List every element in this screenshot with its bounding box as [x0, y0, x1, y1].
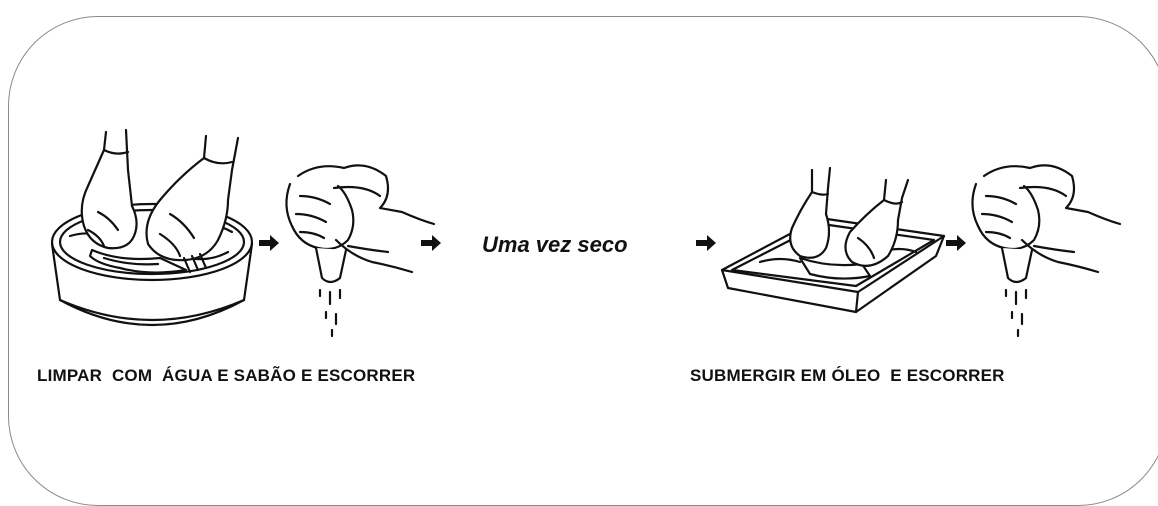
wash-caption: LIMPAR COM ÁGUA E SABÃO E ESCORRER: [37, 366, 416, 385]
right-arrow-icon: [421, 235, 441, 251]
right-arrow-icon: [946, 235, 966, 251]
instruction-illustrations: [50, 128, 1122, 338]
hand-wringing-cloth-icon: [285, 164, 436, 338]
hands-washing-cloth-in-bowl-icon: [50, 128, 254, 326]
hands-soaking-cloth-in-tray-icon: [720, 166, 946, 314]
oil-caption: SUBMERGIR EM ÓLEO E ESCORRER: [690, 366, 1005, 385]
hand-wringing-cloth-icon: [971, 164, 1122, 338]
transition-label: Uma vez seco: [482, 232, 628, 257]
right-arrow-icon: [259, 235, 279, 251]
right-arrow-icon: [696, 235, 716, 251]
